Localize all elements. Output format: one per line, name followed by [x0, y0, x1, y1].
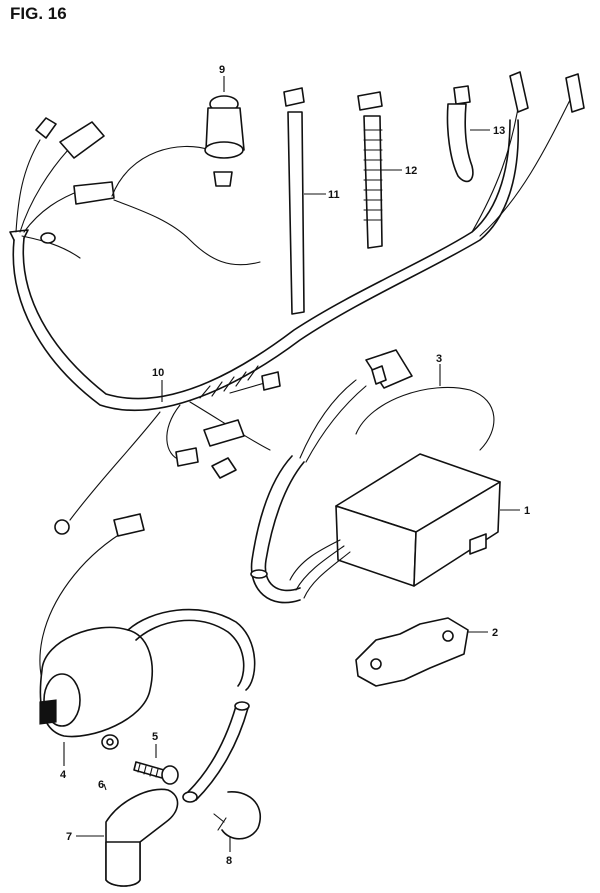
callout-part-9: 9 [219, 64, 225, 76]
callout-part-6: 6 [98, 779, 104, 791]
callout-part-2: 2 [492, 627, 498, 639]
callout-part-11: 11 [328, 189, 340, 201]
washer-part-6 [101, 734, 119, 791]
clip-part-8 [213, 791, 262, 852]
figure-title: FIG. 16 [10, 4, 67, 23]
sleeve-tube [250, 349, 413, 604]
wiring-harness-part-10 [9, 71, 585, 535]
lead-wire-part-3 [355, 364, 495, 451]
spark-plug-cap-part-7 [76, 701, 250, 887]
callout-part-10: 10 [152, 367, 164, 379]
callout-part-13: 13 [493, 125, 505, 137]
callout-part-8: 8 [226, 855, 232, 867]
switch-part-9 [111, 76, 261, 266]
callout-part-1: 1 [524, 505, 530, 517]
cable-tie-part-11 [283, 87, 326, 315]
clamp-part-13 [446, 85, 490, 183]
ignition-coil-part-4 [39, 513, 256, 766]
callout-part-4: 4 [60, 769, 67, 781]
callout-part-5: 5 [152, 731, 158, 743]
callout-part-3: 3 [436, 353, 442, 365]
callout-part-12: 12 [405, 165, 417, 177]
cable-tie-part-12 [357, 91, 402, 249]
bolt-part-5 [133, 744, 179, 785]
cdi-unit-part-1 [289, 453, 520, 599]
bracket-part-2 [355, 617, 488, 687]
callout-part-7: 7 [66, 831, 72, 843]
